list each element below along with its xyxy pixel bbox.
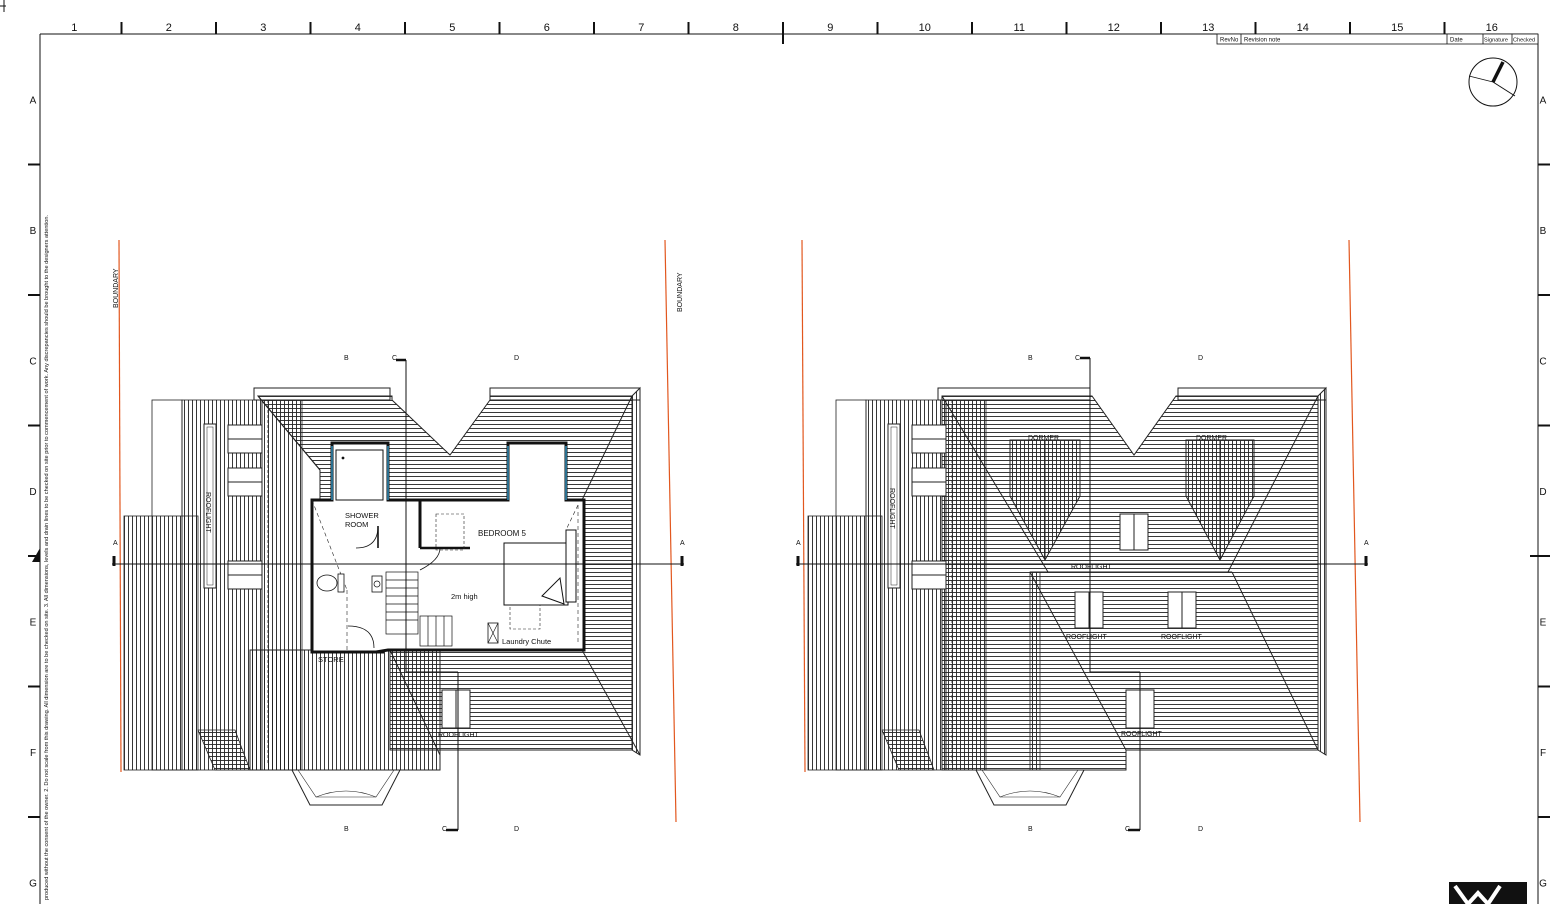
section-top-d-right: D: [1198, 355, 1203, 362]
row-letter-right: A: [1540, 95, 1547, 106]
section-bottom-d-right: D: [1198, 826, 1203, 833]
right-plan: DORMER DORMER ROOFLIGHT ROOFLIGHT ROOFLI…: [796, 239, 1369, 833]
dormer-label-left: DORMER: [1028, 435, 1059, 442]
row-letter-right: C: [1539, 356, 1546, 367]
section-top-c: C: [392, 355, 397, 362]
section-top-c-right: C: [1075, 355, 1080, 362]
section-top-b: B: [344, 355, 349, 362]
section-bottom-c-right: C: [1125, 826, 1130, 833]
boundary-label-right: BOUNDARY: [677, 272, 684, 312]
column-number: 8: [733, 22, 739, 34]
dormer-right: [1185, 439, 1255, 562]
row-letter-left: D: [29, 487, 36, 498]
practice-logo-icon: [1449, 882, 1527, 904]
row-labels: A A B B C C D D E E F F G G: [29, 95, 1547, 889]
column-number: 5: [449, 22, 455, 34]
dormer-interior: [310, 441, 586, 654]
column-number: 1: [71, 22, 77, 34]
column-number: 6: [544, 22, 550, 34]
rooflight-vertical-label-right: ROOFLIGHT: [888, 488, 895, 530]
boundary-line-right-plan-right: [1348, 239, 1361, 823]
stair: [385, 571, 453, 647]
boundary-line-right: [664, 239, 677, 823]
column-number: 16: [1486, 22, 1498, 34]
section-a-left-right-plan: A: [796, 540, 801, 547]
rev-header-note: Revision note: [1244, 38, 1281, 44]
room-label-shower-2: ROOM: [345, 520, 368, 529]
rev-header-checked: Checked: [1513, 38, 1535, 44]
side-note: produced without the consent of the owne…: [44, 215, 50, 900]
room-label-shower-1: SHOWER: [345, 511, 379, 520]
bay-window: [291, 769, 401, 806]
section-a-right: A: [680, 540, 685, 547]
row-letter-left: G: [29, 878, 37, 889]
left-plan: BOUNDARY BOUNDARY ROOFLIGHT R: [32, 239, 685, 833]
boundary-line-left: [118, 239, 122, 773]
column-number: 7: [638, 22, 644, 34]
room-height-note: 2m high: [451, 592, 478, 601]
room-label-laundry: Laundry Chute: [502, 637, 551, 646]
room-label-bedroom: BEDROOM 5: [478, 529, 527, 538]
rev-header-revno: RevNo: [1220, 38, 1239, 44]
section-top-b-right: B: [1028, 355, 1033, 362]
column-number: 12: [1108, 22, 1120, 34]
rooflight-right-label: ROOFLIGHT: [1161, 634, 1203, 641]
section-bottom-b: B: [344, 826, 349, 833]
section-a-left: A: [113, 540, 118, 547]
section-bottom-d: D: [514, 826, 519, 833]
row-letter-left: C: [29, 356, 36, 367]
column-number: 3: [260, 22, 266, 34]
rev-header-date: Date: [1450, 38, 1463, 44]
row-letter-right: D: [1539, 487, 1546, 498]
rev-header-signature: Signature: [1484, 38, 1508, 44]
column-number: 14: [1297, 22, 1309, 34]
row-letter-left: E: [30, 617, 37, 628]
column-number: 10: [919, 22, 931, 34]
section-bottom-c: C: [442, 826, 447, 833]
row-letter-right: F: [1540, 748, 1546, 759]
revision-table: RevNo Revision note Date Signature Check…: [1216, 33, 1539, 45]
north-arrow-icon: [1468, 57, 1518, 107]
rooflight-bottom-label-right: ROOFLIGHT: [1121, 731, 1163, 738]
section-top-d: D: [514, 355, 519, 362]
row-letter-left: B: [30, 226, 37, 237]
column-number: 11: [1014, 22, 1025, 34]
row-letter-left: A: [30, 95, 37, 106]
rooflight-bottom-label: ROOFLIGHT: [438, 732, 480, 739]
column-number: 4: [355, 22, 361, 34]
rooflight-center-label: ROOFLIGHT: [1071, 564, 1113, 571]
row-letter-right: E: [1540, 617, 1547, 628]
column-number: 9: [827, 22, 833, 34]
room-label-store: STORE: [318, 655, 344, 664]
dormer-label-right: DORMER: [1196, 435, 1227, 442]
dormer-left: [1009, 439, 1081, 562]
row-letter-left: F: [30, 748, 36, 759]
row-letter-right: B: [1540, 226, 1547, 237]
column-number: 13: [1202, 22, 1214, 34]
section-bottom-b-right: B: [1028, 826, 1033, 833]
row-letter-right: G: [1539, 878, 1547, 889]
column-number: 15: [1391, 22, 1403, 34]
boundary-label-left: BOUNDARY: [113, 268, 120, 308]
rooflight-vertical-label: ROOFLIGHT: [204, 492, 211, 534]
section-a-right-right-plan: A: [1364, 540, 1369, 547]
rooflight-left-label: ROOFLIGHT: [1066, 634, 1108, 641]
boundary-line-right-plan-left: [801, 239, 806, 773]
rooflight-row: [227, 424, 263, 590]
column-number: 2: [166, 22, 172, 34]
column-ticks: [120, 22, 1446, 34]
